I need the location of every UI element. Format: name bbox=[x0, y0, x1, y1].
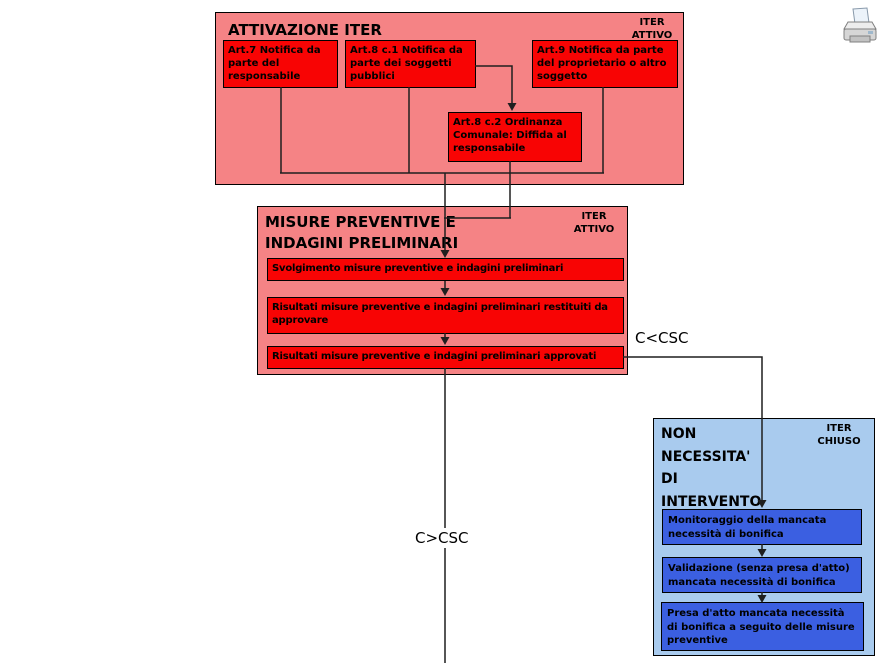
iter-status-badge: ITER CHIUSO bbox=[817, 423, 861, 447]
section-misure-preventive: MISURE PREVENTIVE E INDAGINI PRELIMINARI… bbox=[257, 206, 628, 375]
iter-status-badge: ITER ATTIVO bbox=[631, 17, 673, 41]
section-title-attivazione: ATTIVAZIONE ITER bbox=[228, 21, 382, 39]
flow-box-art8-c1: Art.8 c.1 Notifica da parte dei soggetti… bbox=[345, 40, 476, 88]
flow-box-art8-c2: Art.8 c.2 Ordinanza Comunale: Diffida al… bbox=[448, 112, 582, 162]
flow-box-monitoraggio: Monitoraggio della mancata necessità di … bbox=[662, 509, 862, 545]
section-title-misure: MISURE PREVENTIVE E INDAGINI PRELIMINARI bbox=[265, 213, 459, 252]
label-c-greater-csc: C>CSC bbox=[412, 528, 472, 548]
flow-box-presa-datto: Presa d'atto mancata necessità di bonifi… bbox=[661, 602, 864, 651]
label-c-less-csc: C<CSC bbox=[632, 328, 692, 348]
flow-bar-risultati-restituiti: Risultati misure preventive e indagini p… bbox=[267, 297, 624, 334]
printer-icon[interactable] bbox=[840, 6, 880, 50]
flow-bar-svolgimento: Svolgimento misure preventive e indagini… bbox=[267, 258, 624, 281]
flow-box-art9: Art.9 Notifica da parte del proprietario… bbox=[532, 40, 678, 88]
section-title-non-necessita: NON NECESSITA' DI INTERVENTO bbox=[661, 426, 762, 510]
iter-status-badge: ITER ATTIVO bbox=[573, 211, 615, 235]
flow-box-art7: Art.7 Notifica da parte del responsabile bbox=[223, 40, 338, 88]
section-attivazione-iter: ATTIVAZIONE ITER ITER ATTIVO Art.7 Notif… bbox=[215, 12, 684, 185]
section-non-necessita: NON NECESSITA' DI INTERVENTO ITER CHIUSO… bbox=[653, 418, 875, 656]
flow-bar-risultati-approvati: Risultati misure preventive e indagini p… bbox=[267, 346, 624, 369]
flow-box-validazione: Validazione (senza presa d'atto) mancata… bbox=[662, 557, 862, 593]
